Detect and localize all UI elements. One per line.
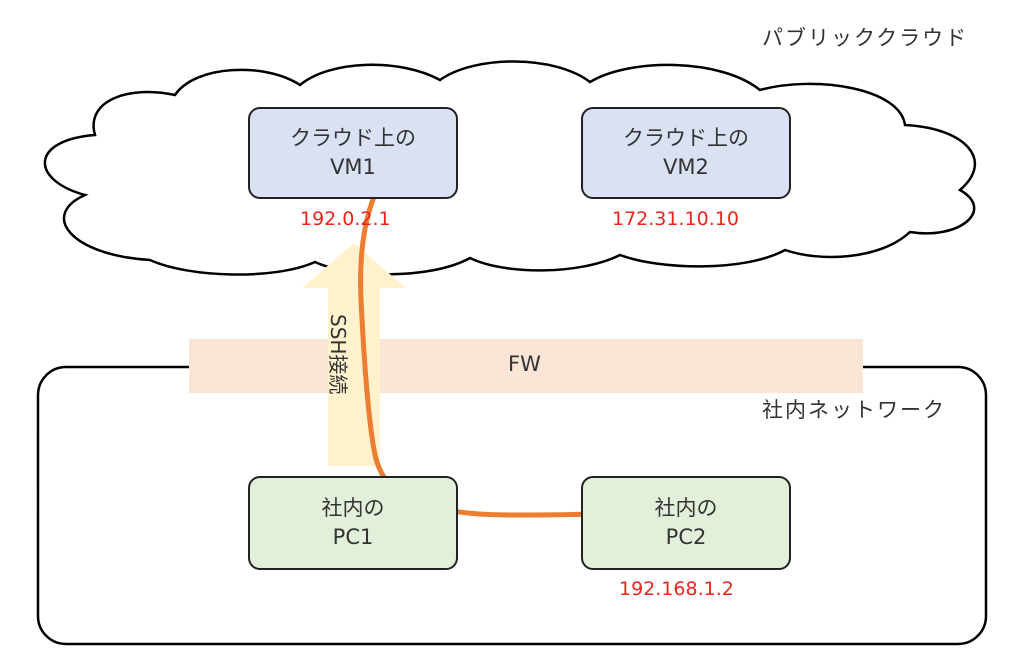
vm2-line1: クラウド上の xyxy=(623,126,749,150)
pc2-line2: PC2 xyxy=(665,525,707,549)
vm2-line2: VM2 xyxy=(663,155,709,179)
vm2-node: クラウド上の VM2 xyxy=(581,107,791,199)
pc1-node: 社内の PC1 xyxy=(248,476,458,570)
pc1-line1: 社内の xyxy=(321,496,385,520)
pc2-ip: 192.168.1.2 xyxy=(619,578,734,600)
public-cloud-shape xyxy=(43,60,977,276)
vm1-line1: クラウド上の xyxy=(290,126,416,150)
vm1-line2: VM1 xyxy=(330,155,376,179)
ssh-route-line xyxy=(358,175,593,518)
pc2-line1: 社内の xyxy=(654,496,718,520)
ssh-arrow-icon xyxy=(302,243,406,466)
pc2-node: 社内の PC2 xyxy=(581,476,791,570)
firewall-band xyxy=(189,339,863,393)
internal-network-label: 社内ネットワーク xyxy=(762,398,946,422)
vm1-ip: 192.0.2.1 xyxy=(300,208,391,230)
vm1-node: クラウド上の VM1 xyxy=(248,107,458,199)
firewall-label: FW xyxy=(508,352,541,376)
vm2-ip: 172.31.10.10 xyxy=(612,208,739,230)
ssh-label: SSH接続 xyxy=(326,314,350,395)
public-cloud-label: パブリッククラウド xyxy=(762,26,969,50)
pc1-line2: PC1 xyxy=(332,525,374,549)
